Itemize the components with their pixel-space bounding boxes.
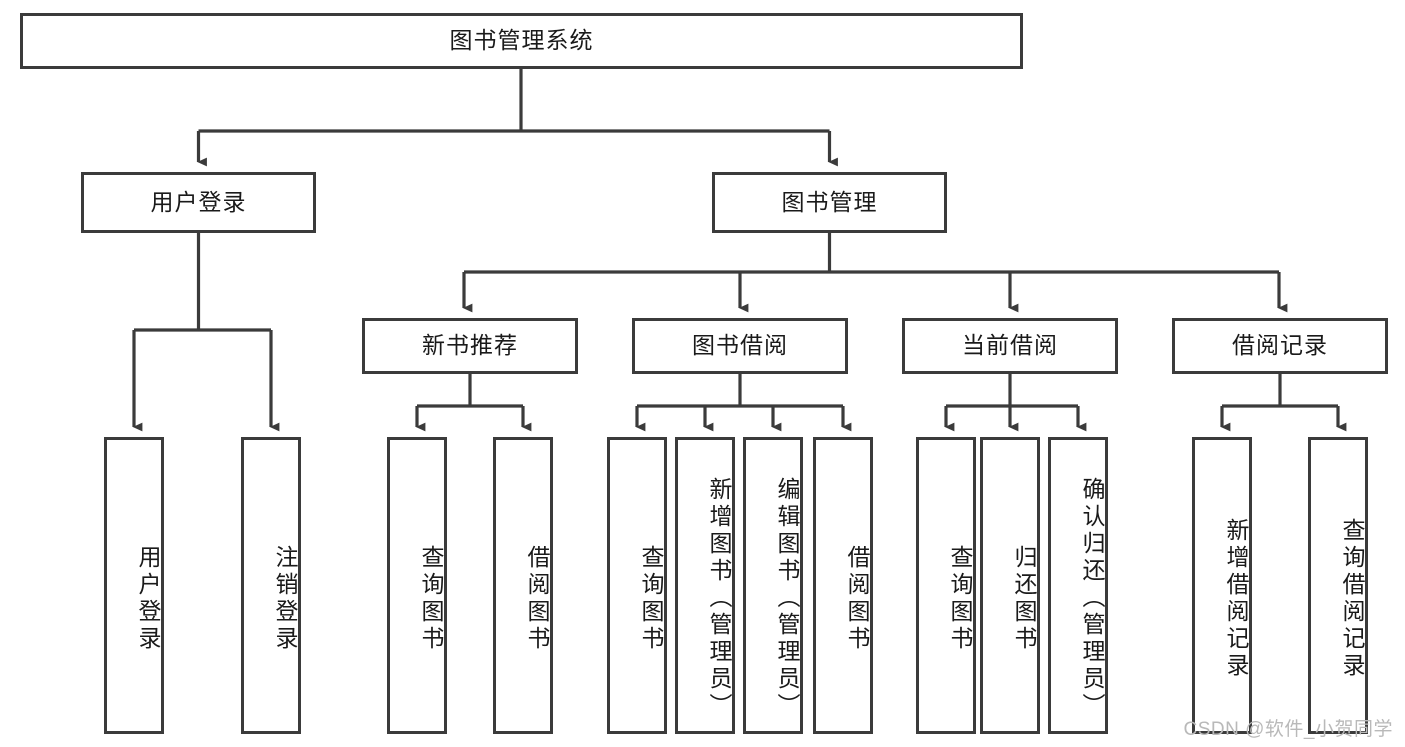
node-leaf-user-login[interactable]: 用户登录 xyxy=(104,437,164,734)
node-leaf-add-book-label: 新增图书（管理员） xyxy=(706,477,732,720)
node-leaf-query-book-3-label: 查询图书 xyxy=(947,544,973,653)
node-leaf-user-login-label: 用户登录 xyxy=(135,544,161,653)
node-new-book-recommend-label: 新书推荐 xyxy=(422,332,518,359)
node-root[interactable]: 图书管理系统 xyxy=(20,13,1023,69)
csdn-watermark: CSDN @软件_小贺同学 xyxy=(1183,719,1393,740)
node-leaf-query-book-2[interactable]: 查询图书 xyxy=(607,437,667,734)
node-leaf-query-book-1[interactable]: 查询图书 xyxy=(387,437,447,734)
node-user-login-label: 用户登录 xyxy=(150,188,247,215)
node-user-login[interactable]: 用户登录 xyxy=(81,172,316,233)
node-leaf-query-book-3[interactable]: 查询图书 xyxy=(916,437,976,734)
node-book-manage-label: 图书管理 xyxy=(781,188,878,215)
node-leaf-add-book[interactable]: 新增图书（管理员） xyxy=(675,437,735,734)
node-leaf-borrow-book-1-label: 借阅图书 xyxy=(524,544,550,653)
node-current-borrow[interactable]: 当前借阅 xyxy=(902,318,1118,374)
node-leaf-borrow-book-2[interactable]: 借阅图书 xyxy=(813,437,873,734)
node-leaf-logout-login-label: 注销登录 xyxy=(272,544,298,653)
node-leaf-query-record[interactable]: 查询借阅记录 xyxy=(1308,437,1368,734)
node-leaf-confirm-return[interactable]: 确认归还（管理员） xyxy=(1048,437,1108,734)
node-leaf-edit-book-label: 编辑图书（管理员） xyxy=(774,477,800,720)
node-leaf-query-book-2-label: 查询图书 xyxy=(638,544,664,653)
node-book-borrow-label: 图书借阅 xyxy=(692,332,788,359)
node-book-manage[interactable]: 图书管理 xyxy=(712,172,947,233)
node-borrow-record-label: 借阅记录 xyxy=(1232,332,1328,359)
node-current-borrow-label: 当前借阅 xyxy=(962,332,1058,359)
node-leaf-borrow-book-2-label: 借阅图书 xyxy=(844,544,870,653)
node-leaf-query-record-label: 查询借阅记录 xyxy=(1339,517,1365,680)
node-new-book-recommend[interactable]: 新书推荐 xyxy=(362,318,578,374)
node-leaf-return-book[interactable]: 归还图书 xyxy=(980,437,1040,734)
node-leaf-edit-book[interactable]: 编辑图书（管理员） xyxy=(743,437,803,734)
node-borrow-record[interactable]: 借阅记录 xyxy=(1172,318,1388,374)
node-leaf-confirm-return-label: 确认归还（管理员） xyxy=(1079,477,1105,720)
node-leaf-logout-login[interactable]: 注销登录 xyxy=(241,437,301,734)
node-book-borrow[interactable]: 图书借阅 xyxy=(632,318,848,374)
node-leaf-query-book-1-label: 查询图书 xyxy=(418,544,444,653)
node-leaf-add-record-label: 新增借阅记录 xyxy=(1223,517,1249,680)
node-root-label: 图书管理系统 xyxy=(449,27,594,54)
node-leaf-add-record[interactable]: 新增借阅记录 xyxy=(1192,437,1252,734)
node-leaf-return-book-label: 归还图书 xyxy=(1011,544,1037,653)
node-leaf-borrow-book-1[interactable]: 借阅图书 xyxy=(493,437,553,734)
